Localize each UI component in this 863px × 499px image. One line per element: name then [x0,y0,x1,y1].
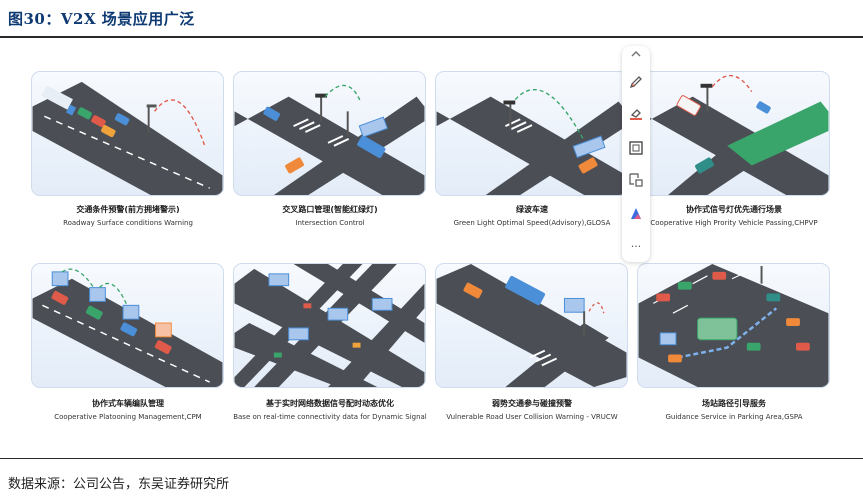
frame-icon [629,141,643,155]
scenario-card-4 [637,71,830,196]
select-text-icon [629,173,643,187]
ai-icon [631,208,641,219]
scenario-title-en: Vulnerable Road User Collision Warning -… [446,413,618,421]
scenario-illustration-grid-network [234,264,425,387]
top-rule [0,36,863,38]
scenario-illustration-priority [638,75,829,195]
scenario-caption-1: 交通条件预警(前方拥堵警示) Roadway Surface condition… [28,203,228,230]
scenario-illustration-intersection [234,84,425,195]
source-note: 数据来源：公司公告，东吴证券研究所 [8,477,230,492]
scenario-caption-3: 绿波车速 Green Light Optimal Speed(Advisory)… [432,203,632,230]
toolbar-collapse-button[interactable] [626,44,646,64]
scenario-caption-5: 协作式车辆编队管理 Cooperative Platooning Managem… [28,397,228,424]
scenario-title-en: Green Light Optimal Speed(Advisory),GLOS… [453,219,611,227]
chevron-up-icon [631,50,641,57]
scenario-title-cn: 基于实时网络数据信号配时动态优化 [266,399,394,408]
scenario-card-7 [435,263,628,388]
scenario-card-3 [435,71,628,196]
annotation-toolbar: ··· [622,46,650,262]
scenario-title-cn: 交叉路口管理(智能红绿灯) [282,205,378,214]
scenario-title-cn: 协作式信号灯优先通行场景 [686,205,782,214]
scenario-title-en: Roadway Surface conditions Warning [63,219,193,227]
toolbar-more-button[interactable]: ··· [630,239,642,253]
scenario-card-8 [637,263,830,388]
scenario-card-5 [31,263,224,388]
scenario-illustration-vru [436,264,627,387]
scenario-illustration-glosa [436,89,627,195]
scenario-illustration-congestion [32,81,223,195]
bottom-rule [0,458,863,459]
scenario-title-en: Cooperative High Prority Vehicle Passing… [650,219,818,227]
scenario-card-6 [233,263,426,388]
scenario-caption-8: 场站路径引导服务 Guidance Service in Parking Are… [634,397,834,424]
scenario-title-en: Cooperative Platooning Management,CPM [54,413,202,421]
toolbar-ai-button[interactable] [626,204,646,224]
scenario-title-cn: 弱势交通参与碰撞预警 [492,399,572,408]
scenario-illustration-platooning [32,268,223,387]
toolbar-frame-button[interactable] [626,138,646,158]
toolbar-eraser-button[interactable] [626,104,646,124]
scenario-title-cn: 场站路径引导服务 [702,399,766,408]
scenario-caption-7: 弱势交通参与碰撞预警 Vulnerable Road User Collisio… [432,397,632,424]
toolbar-select-text-button[interactable] [626,170,646,190]
scenario-card-1 [31,71,224,196]
scenario-title-cn: 交通条件预警(前方拥堵警示) [76,205,180,214]
truck-icon [41,85,77,116]
scenario-caption-6: 基于实时网络数据信号配时动态优化 Base on real-time conne… [230,397,430,424]
toolbar-pen-button[interactable] [626,72,646,92]
scenario-card-2 [233,71,426,196]
scenario-caption-2: 交叉路口管理(智能红绿灯) Intersection Control [230,203,430,230]
figure-title: 图30：V2X 场景应用广泛 [8,10,195,28]
scenario-title-cn: 协作式车辆编队管理 [92,399,164,408]
pen-icon [629,76,642,89]
scenario-title-en: Base on real-time connectivity data for … [233,413,427,421]
scenario-title-cn: 绿波车速 [516,205,548,214]
scenario-caption-4: 协作式信号灯优先通行场景 Cooperative High Prority Ve… [634,203,834,230]
scenario-title-en: Guidance Service in Parking Area,GSPA [665,413,803,421]
eraser-icon [630,109,642,120]
scenario-illustration-parking [638,264,829,387]
scenario-title-en: Intersection Control [295,219,365,227]
